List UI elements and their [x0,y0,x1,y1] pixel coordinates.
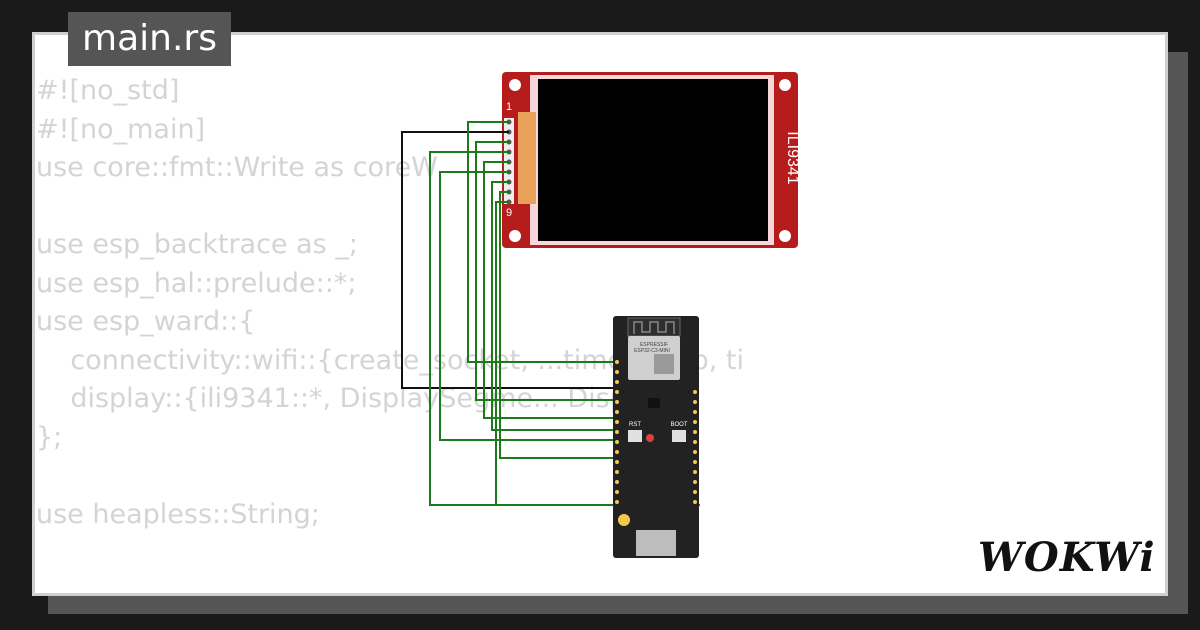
code-line: use heapless::String; [36,498,320,530]
wire [467,121,614,363]
display-label: ILI9341 [784,131,801,184]
wire [439,171,614,441]
code-line: }; [36,421,63,453]
code-line: use esp_ward::{ [36,306,256,337]
module-brand: ESPRESSIF [640,342,668,348]
usb-c-port [636,530,676,556]
wire [475,141,614,401]
boot-button[interactable] [672,430,686,442]
wire [499,191,614,459]
file-tab[interactable]: main.rs [68,12,231,66]
module-model: ESP32-C3-MINI [634,348,670,354]
code-line: use esp_hal::prelude::*; [36,267,357,299]
wire-gnd [401,131,614,389]
esp32-c3-board[interactable]: ESPRESSIF ESP32-C3-MINI RST BOOT [613,316,699,558]
wires [401,121,700,506]
ili9341-display[interactable]: 1 9 ILI9341 [502,72,801,248]
code-line: use core::fmt::Write as coreW [36,152,438,183]
pin-label-first: 1 [506,101,512,113]
code-line: #![no_main] [36,113,206,145]
rst-label: RST [629,422,641,428]
wokwi-logo: WOKWi [978,534,1156,581]
rst-button[interactable] [628,430,642,442]
wire [495,201,700,506]
boot-label: BOOT [670,422,687,428]
pin-label-last: 9 [506,207,512,219]
code-line: #![no_std] [36,75,180,106]
wire [491,181,614,431]
code-line: use esp_backtrace as _; [36,229,358,260]
wire [483,161,614,419]
lcd-screen [538,79,768,241]
code-preview: #![no_std]#![no_main]use core::fmt::Writ… [36,72,744,534]
